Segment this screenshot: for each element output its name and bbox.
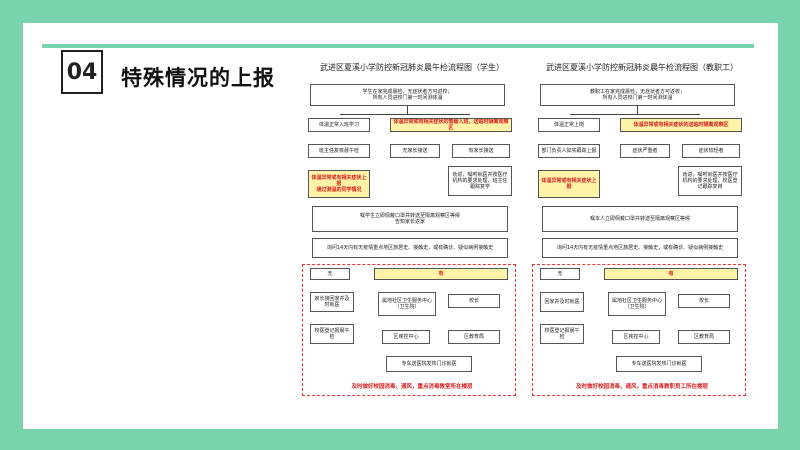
staff-top-text: 教职工在家完成晨检，无症状者方可返校；: [589, 89, 685, 95]
student-footer-note: 及时做好校园消毒、通风，重点消毒教室所在楼层: [351, 384, 473, 390]
staff-dashed-region: [532, 264, 746, 396]
staff-report-text: 体温异常或有相关症状上报: [541, 178, 597, 190]
staff-school-register-node: 校医登记报晨午检: [540, 324, 584, 344]
staff-abnormal-text: 体温异常或有相关症状的送临时隔离观察区: [633, 122, 729, 128]
staff-top-node: 教职工在家完成晨检，无症状者方可返校； 所有人员进校门第一时间测体温: [540, 84, 735, 106]
student-report-node: 体温异常或有相关症状上报 通过测温的同学情况: [308, 170, 370, 198]
student-district-edu-node: 区教育局: [448, 330, 500, 344]
staff-district-edu-node: 区教育局: [678, 330, 730, 344]
staff-no-node: 无: [540, 268, 580, 280]
staff-report-node: 体温异常或有相关症状上报: [538, 170, 600, 198]
student-yes-text: 有: [438, 271, 444, 277]
staff-principal-node: 校长: [678, 294, 730, 308]
staff-yes-node: 有: [604, 268, 738, 280]
student-flowchart: 武进区夏溪小学防控新冠肺炎晨午检流程图（学生） 学生在家完成晨检，无症状者方可返…: [298, 54, 526, 399]
student-class-check-node: 班主任复核晨午检: [308, 144, 370, 158]
student-top-node: 学生在家完成晨检，无症状者方可返校； 所有人员进校门第一时间测体温: [310, 84, 505, 106]
staff-history-node: 询问14天内有无疫情重点地区旅居史、接触史，或有确诊、疑似病例接触史: [542, 238, 738, 258]
staff-footer-note: 及时做好校园消毒、通风，重点消毒教职员工所在楼层: [575, 384, 708, 390]
staff-severe-node: 症状严重者: [620, 144, 670, 158]
staff-community-node: 属地社区卫生服务中心（卫生院）: [608, 292, 666, 316]
staff-dept-report-node: 部门负责人如实跟踪上报: [538, 144, 600, 158]
staff-register-node: 嘱本人立即佩戴口罩并转送至隔离观察区等候: [542, 206, 738, 232]
student-report-text: 体温异常或有相关症状上报: [311, 175, 367, 187]
staff-note-node: 劝返，嘱咐就医并按医疗机构的要求处理，校医登记跟踪复岗: [678, 166, 742, 196]
section-number: 04: [61, 50, 103, 94]
student-chart-title: 武进区夏溪小学防控新冠肺炎晨午检流程图（学生）: [320, 63, 504, 72]
student-top-text: 学生在家完成晨检，无症状者方可返校；: [362, 89, 453, 95]
header-accent-bar: [42, 44, 754, 48]
student-parent-note-node: 劝返，嘱咐就医并按医疗机构的要求处理，班主任跟踪复学: [448, 166, 512, 196]
student-school-register-node: 校医登记报晨午检: [310, 324, 354, 344]
student-abnormal-text: 体温异常或有相关症状的暂缓入班，送临时隔离观察区: [393, 119, 509, 131]
staff-normal-node: 体温正常上岗: [538, 118, 600, 132]
student-abnormal-node: 体温异常或有相关症状的暂缓入班，送临时隔离观察区: [390, 118, 512, 132]
student-hospital-node: 专车送医院发热门诊就医: [386, 356, 472, 372]
staff-chart-title: 武进区夏溪小学防控新冠肺炎晨午检流程图（教职工）: [546, 63, 738, 72]
staff-abnormal-node: 体温异常或有相关症状的送临时隔离观察区: [620, 118, 742, 132]
student-district-center-node: 区疾控中心: [382, 330, 430, 344]
staff-home-node: 回家并及时就医: [540, 292, 584, 312]
student-history-node: 询问14天内有无疫情重点地区旅居史、接触史，或有确诊、疑似病例接触史: [312, 238, 508, 258]
staff-hospital-node: 专车送医院发热门诊就医: [616, 356, 702, 372]
student-dashed-region: [302, 264, 516, 396]
student-community-node: 属地社区卫生服务中心（卫生院）: [378, 292, 436, 316]
student-notify-text: 告知家长返家: [394, 219, 425, 225]
student-no-node: 无: [310, 268, 350, 280]
student-normal-node: 体温正常入班学习: [308, 118, 370, 132]
section-title: 特殊情况的上报: [121, 66, 275, 90]
staff-top-text-2: 所有人员进校门第一时间测体温: [602, 95, 673, 101]
student-home-node: 家长接回家并及时就医: [310, 292, 354, 312]
staff-district-center-node: 区疾控中心: [612, 330, 660, 344]
student-register-text: 嘱学生立即佩戴口罩并转送至隔离观察区等候: [359, 213, 460, 219]
student-report-text-2: 通过测温的同学情况: [316, 187, 362, 193]
staff-mild-node: 症状较轻者: [682, 144, 740, 158]
student-register-node: 嘱学生立即佩戴口罩并转送至隔离观察区等候 告知家长返家: [312, 206, 508, 232]
staff-yes-text: 有: [668, 271, 674, 277]
student-no-parent-node: 无家长接送: [390, 144, 440, 158]
student-yes-node: 有: [374, 268, 508, 280]
student-top-text-2: 所有人员进校门第一时间测体温: [372, 95, 443, 101]
student-principal-node: 校长: [448, 294, 500, 308]
student-parent-pick-node: 有家长接送: [452, 144, 510, 158]
staff-flowchart: 武进区夏溪小学防控新冠肺炎晨午检流程图（教职工） 教职工在家完成晨检，无症状者方…: [528, 54, 756, 399]
